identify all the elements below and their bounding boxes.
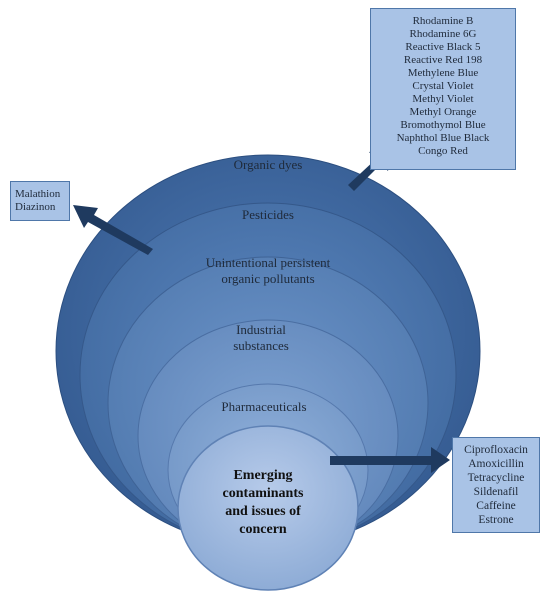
arrow-to-pharmaceuticals-box [330, 447, 450, 473]
ring-label-pharmaceuticals: Pharmaceuticals [221, 399, 306, 414]
dye-item: Crystal Violet [412, 80, 474, 92]
ring-label-industrial-line2: substances [233, 338, 289, 353]
dye-item: Rhodamine 6G [409, 28, 477, 40]
dye-item: Methyl Violet [412, 93, 474, 105]
pharmaceutical-item: Estrone [478, 514, 514, 526]
dye-item: Reactive Red 198 [403, 54, 483, 66]
center-label-line3: and issues of [225, 504, 301, 519]
dye-item: Reactive Black 5 [405, 41, 481, 53]
ring-label-persistent-line2: organic pollutants [221, 271, 314, 286]
dye-item: Congo Red [418, 145, 468, 157]
ring-label-organic-dyes: Organic dyes [234, 157, 303, 172]
dye-item: Rhodamine B [412, 15, 474, 27]
center-label-line2: contaminants [223, 486, 304, 501]
arrow-to-pesticides-box [73, 205, 153, 255]
pharmaceutical-item: Sildenafil [473, 486, 519, 498]
dye-item: Methylene Blue [407, 67, 479, 79]
pharmaceutical-item: Tetracycline [467, 472, 525, 484]
pharmaceutical-item: Ciprofloxacin [464, 444, 528, 456]
pesticides-examples-box: Malathion Diazinon [10, 181, 70, 221]
pharmaceutical-item: Amoxicillin [468, 458, 524, 470]
dye-item: Naphthol Blue Black [396, 132, 490, 144]
pharmaceuticals-examples-box: Ciprofloxacin Amoxicillin Tetracycline S… [452, 437, 540, 533]
center-label-line4: concern [239, 522, 287, 537]
ring-label-persistent-line1: Unintentional persistent [206, 255, 331, 270]
organic-dyes-examples-box: Rhodamine B Rhodamine 6G Reactive Black … [370, 8, 516, 170]
dye-item: Bromothymol Blue [400, 119, 486, 131]
center-circle [177, 425, 359, 591]
pharmaceutical-item: Caffeine [476, 500, 516, 512]
center-label-line1: Emerging [233, 468, 292, 483]
pesticide-item: Malathion [15, 188, 61, 200]
pesticide-item: Diazinon [15, 201, 56, 213]
ring-label-industrial-line1: Industrial [236, 322, 286, 337]
ring-label-pesticides: Pesticides [242, 207, 294, 222]
dye-item: Methyl Orange [409, 106, 477, 118]
